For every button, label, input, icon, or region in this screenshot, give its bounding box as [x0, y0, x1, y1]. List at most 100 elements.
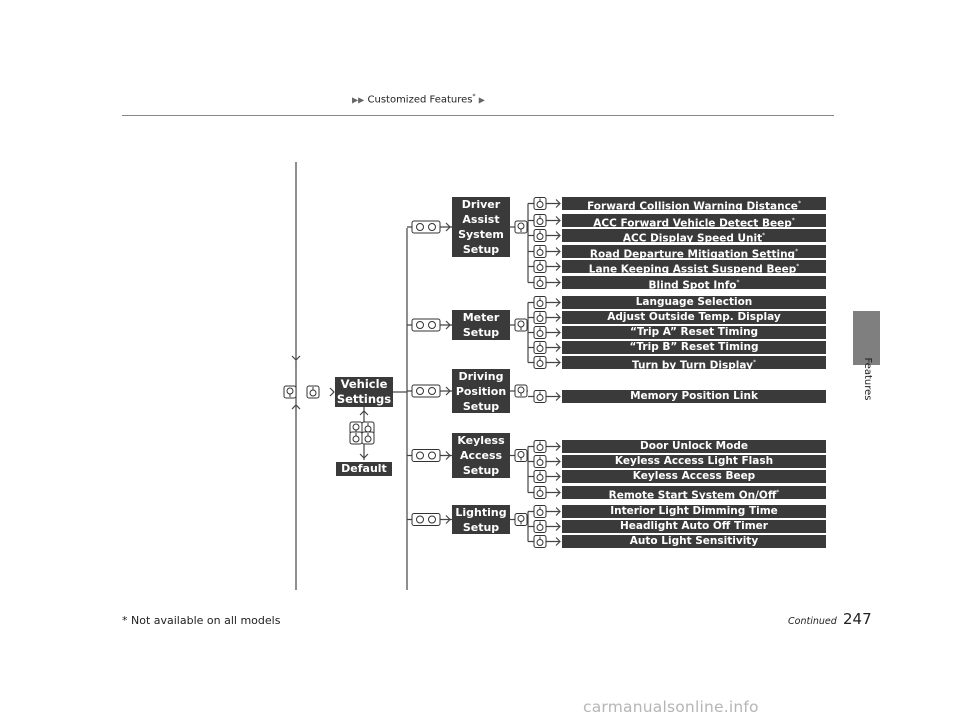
- setting-item-label: “Trip A” Reset Timing: [629, 326, 759, 338]
- setting-item: Memory Position Link: [562, 390, 826, 403]
- arrow-icon: [555, 488, 561, 497]
- setting-item: Keyless Access Light Flash: [562, 455, 826, 468]
- arrow-icon: [555, 392, 561, 401]
- arrow-icon: [555, 313, 561, 322]
- section-tab: [853, 311, 880, 365]
- arrow-icon: [555, 358, 561, 367]
- settings-group-1: Meter Setup: [452, 310, 510, 340]
- setting-item: Door Unlock Mode: [562, 440, 826, 453]
- footnote-mark: *: [762, 232, 766, 239]
- arrow-icon: [555, 262, 561, 271]
- setting-item-label: Headlight Auto Off Timer: [620, 520, 768, 532]
- settings-group-0: Driver Assist System Setup: [452, 197, 510, 257]
- page-number: 247: [843, 610, 872, 628]
- footnote-mark: *: [776, 489, 780, 496]
- setting-item-label: Memory Position Link: [630, 390, 758, 402]
- vehicle-settings-box: Vehicle Settings: [335, 377, 393, 407]
- arrow-icon: [555, 298, 561, 307]
- press-button-icon: [533, 276, 547, 289]
- footnote-mark: *: [797, 200, 801, 207]
- setting-item: Lane Keeping Assist Suspend Beep*: [562, 260, 826, 273]
- arrow-icon: [555, 216, 561, 225]
- setting-item-label: Auto Light Sensitivity: [629, 535, 759, 547]
- setting-item: Blind Spot Info*: [562, 276, 826, 289]
- setting-item-label: Interior Light Dimming Time: [610, 505, 778, 517]
- setting-item: Headlight Auto Off Timer: [562, 520, 826, 533]
- settings-group-2: Driving Position Setup: [452, 369, 510, 413]
- up-arrow-icon: [359, 410, 369, 416]
- header-divider: [122, 115, 834, 116]
- arrow-icon: [445, 515, 451, 524]
- press-button-icon: [533, 390, 547, 403]
- up-arrow-icon: [291, 404, 301, 410]
- press-button-icon: [533, 214, 547, 227]
- press-button-icon: [533, 486, 547, 499]
- down-arrow-icon: [291, 355, 301, 361]
- selector-wheel-icon: [514, 220, 528, 234]
- setting-item: Forward Collision Warning Distance*: [562, 197, 826, 210]
- setting-item-label: Blind Spot Info: [648, 279, 737, 290]
- footnote-mark: *: [791, 217, 795, 224]
- press-button-icon: [533, 505, 547, 518]
- footnote-mark: *: [752, 359, 756, 366]
- arrow-icon: [329, 387, 335, 397]
- press-button-icon: [361, 431, 375, 445]
- arrow-icon: [555, 343, 561, 352]
- press-button-icon: [533, 197, 547, 210]
- settings-group-3: Keyless Access Setup: [452, 433, 510, 478]
- footnote-mark: *: [736, 279, 740, 286]
- press-button-icon: [533, 245, 547, 258]
- setting-item: Turn by Turn Display*: [562, 356, 826, 369]
- breadcrumb: ▶▶ Customized Features* ▶: [352, 93, 812, 105]
- setting-item-label: Keyless Access Light Flash: [614, 455, 774, 467]
- arrow-icon: [555, 199, 561, 208]
- continued-label: Continued: [788, 616, 837, 627]
- press-button-icon: [533, 470, 547, 483]
- selector-wheel-icon: [283, 385, 297, 399]
- setting-item: Interior Light Dimming Time: [562, 505, 826, 518]
- press-button-icon: [533, 326, 547, 339]
- arrow-icon: [555, 537, 561, 546]
- setting-item: Language Selection: [562, 296, 826, 309]
- press-button-icon: [533, 260, 547, 273]
- press-button-icon: [533, 440, 547, 453]
- rotate-selector-icon: [411, 318, 441, 332]
- setting-item: ACC Display Speed Unit*: [562, 229, 826, 242]
- arrow-icon: [555, 328, 561, 337]
- arrow-icon: [555, 457, 561, 466]
- setting-item: Remote Start System On/Off*: [562, 486, 826, 499]
- arrow-icon: [555, 247, 561, 256]
- press-button-icon: [533, 229, 547, 242]
- selector-wheel-icon: [514, 318, 528, 332]
- setting-item-label: “Trip B” Reset Timing: [629, 341, 759, 353]
- breadcrumb-arrow-icon: ▶▶: [352, 95, 365, 105]
- watermark: carmanualsonline.info: [583, 698, 759, 716]
- press-button-icon: [533, 356, 547, 369]
- arrow-icon: [555, 522, 561, 531]
- arrow-icon: [445, 222, 451, 232]
- default-box: Default: [336, 462, 392, 476]
- footnote-mark: *: [796, 263, 800, 270]
- rotate-selector-icon: [411, 513, 441, 526]
- setting-item: Adjust Outside Temp. Display: [562, 311, 826, 324]
- rotate-selector-icon: [411, 220, 441, 234]
- setting-item-label: Remote Start System On/Off: [608, 489, 777, 500]
- arrow-icon: [445, 451, 451, 460]
- setting-item-label: Lane Keeping Assist Suspend Beep: [588, 263, 797, 274]
- press-button-icon: [349, 431, 363, 445]
- setting-item-label: Forward Collision Warning Distance: [587, 200, 798, 211]
- setting-item-label: Language Selection: [635, 296, 753, 308]
- arrow-icon: [555, 278, 561, 287]
- setting-item-label: Turn by Turn Display: [632, 359, 753, 370]
- arrow-icon: [555, 507, 561, 516]
- selector-wheel-icon: [514, 384, 528, 398]
- rotate-selector-icon: [411, 449, 441, 462]
- setting-item-label: Road Departure Mitigation Setting: [589, 248, 796, 259]
- arrow-icon: [555, 231, 561, 240]
- setting-item-label: Keyless Access Beep: [632, 470, 756, 482]
- setting-item: Road Departure Mitigation Setting*: [562, 245, 826, 258]
- setting-item-label: ACC Display Speed Unit: [622, 232, 763, 243]
- selector-wheel-icon: [514, 513, 528, 526]
- press-button-icon: [533, 341, 547, 354]
- press-button-icon: [533, 311, 547, 324]
